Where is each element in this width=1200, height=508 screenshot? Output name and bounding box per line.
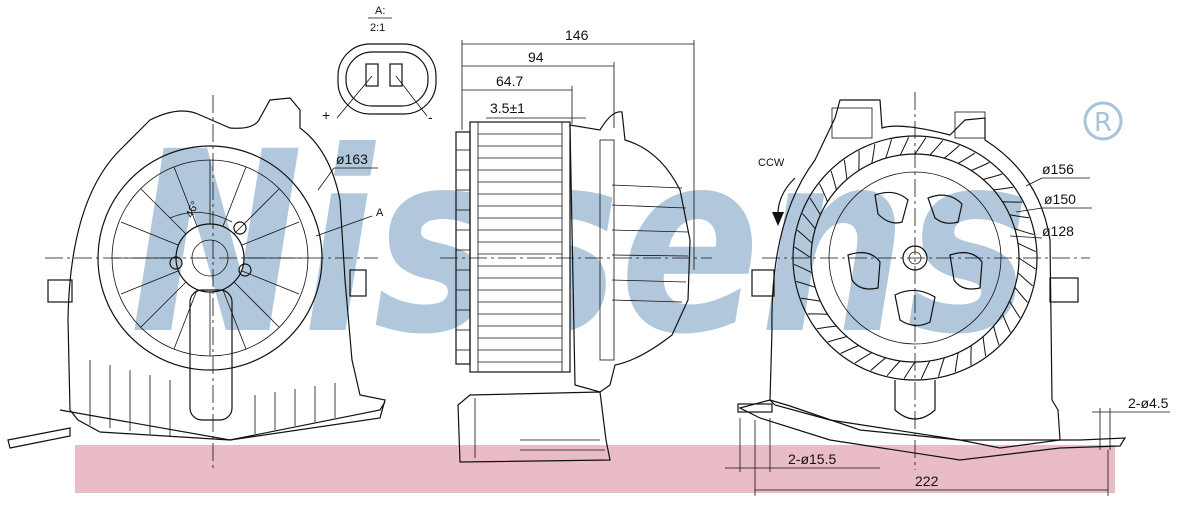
dim-94: 94 [528,49,544,65]
dim-gap: 3.5±1 [490,100,525,116]
registered-mark: R [1094,108,1112,138]
section-a-label: A [376,207,384,219]
holes-small-label: 2-ø4.5 [1128,395,1169,411]
holes-large-label: 2-ø15.5 [788,451,836,467]
dia-mid: ø150 [1044,191,1076,207]
dim-64: 64.7 [496,73,523,89]
dim-overall: 146 [565,27,589,43]
dia-inner: ø128 [1042,223,1074,239]
base-width-label: 222 [915,473,939,489]
detail-title: A: [375,5,385,17]
brand-watermark: Nissens [130,98,1030,389]
detail-scale: 2:1 [370,22,385,34]
front-dia-label: ø163 [336,151,368,167]
rotation-label: CCW [758,157,785,169]
polarity-plus: + [322,107,330,123]
bottom-band [75,445,1115,493]
polarity-minus: - [428,109,433,125]
dia-outer: ø156 [1042,161,1074,177]
